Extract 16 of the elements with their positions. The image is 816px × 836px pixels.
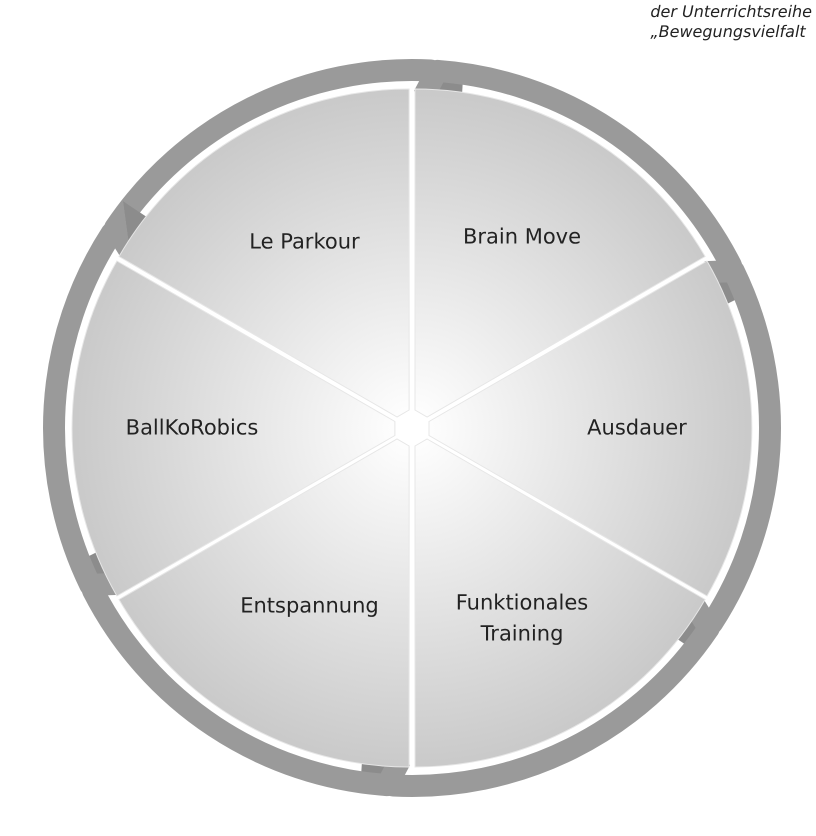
segment [414,88,705,417]
segment [119,88,410,417]
segment [414,439,705,768]
segment [119,439,410,768]
curved-arrow [104,60,464,258]
note-text: der Unterrichtsreihe [650,2,812,22]
segment-label: Ausdauer [586,414,688,442]
segment-label: Le Parkour [248,228,361,256]
segment-label: Funktionales Training [454,589,590,648]
segment [72,260,395,596]
curved-arrow [360,598,720,796]
segment-label: Entspannung [239,592,380,619]
note-text: „Bewegungsvielfalt [650,22,807,42]
segment-label: BallKoRobics [124,414,260,442]
segment-label: Brain Move [462,224,582,251]
segment [429,260,752,596]
